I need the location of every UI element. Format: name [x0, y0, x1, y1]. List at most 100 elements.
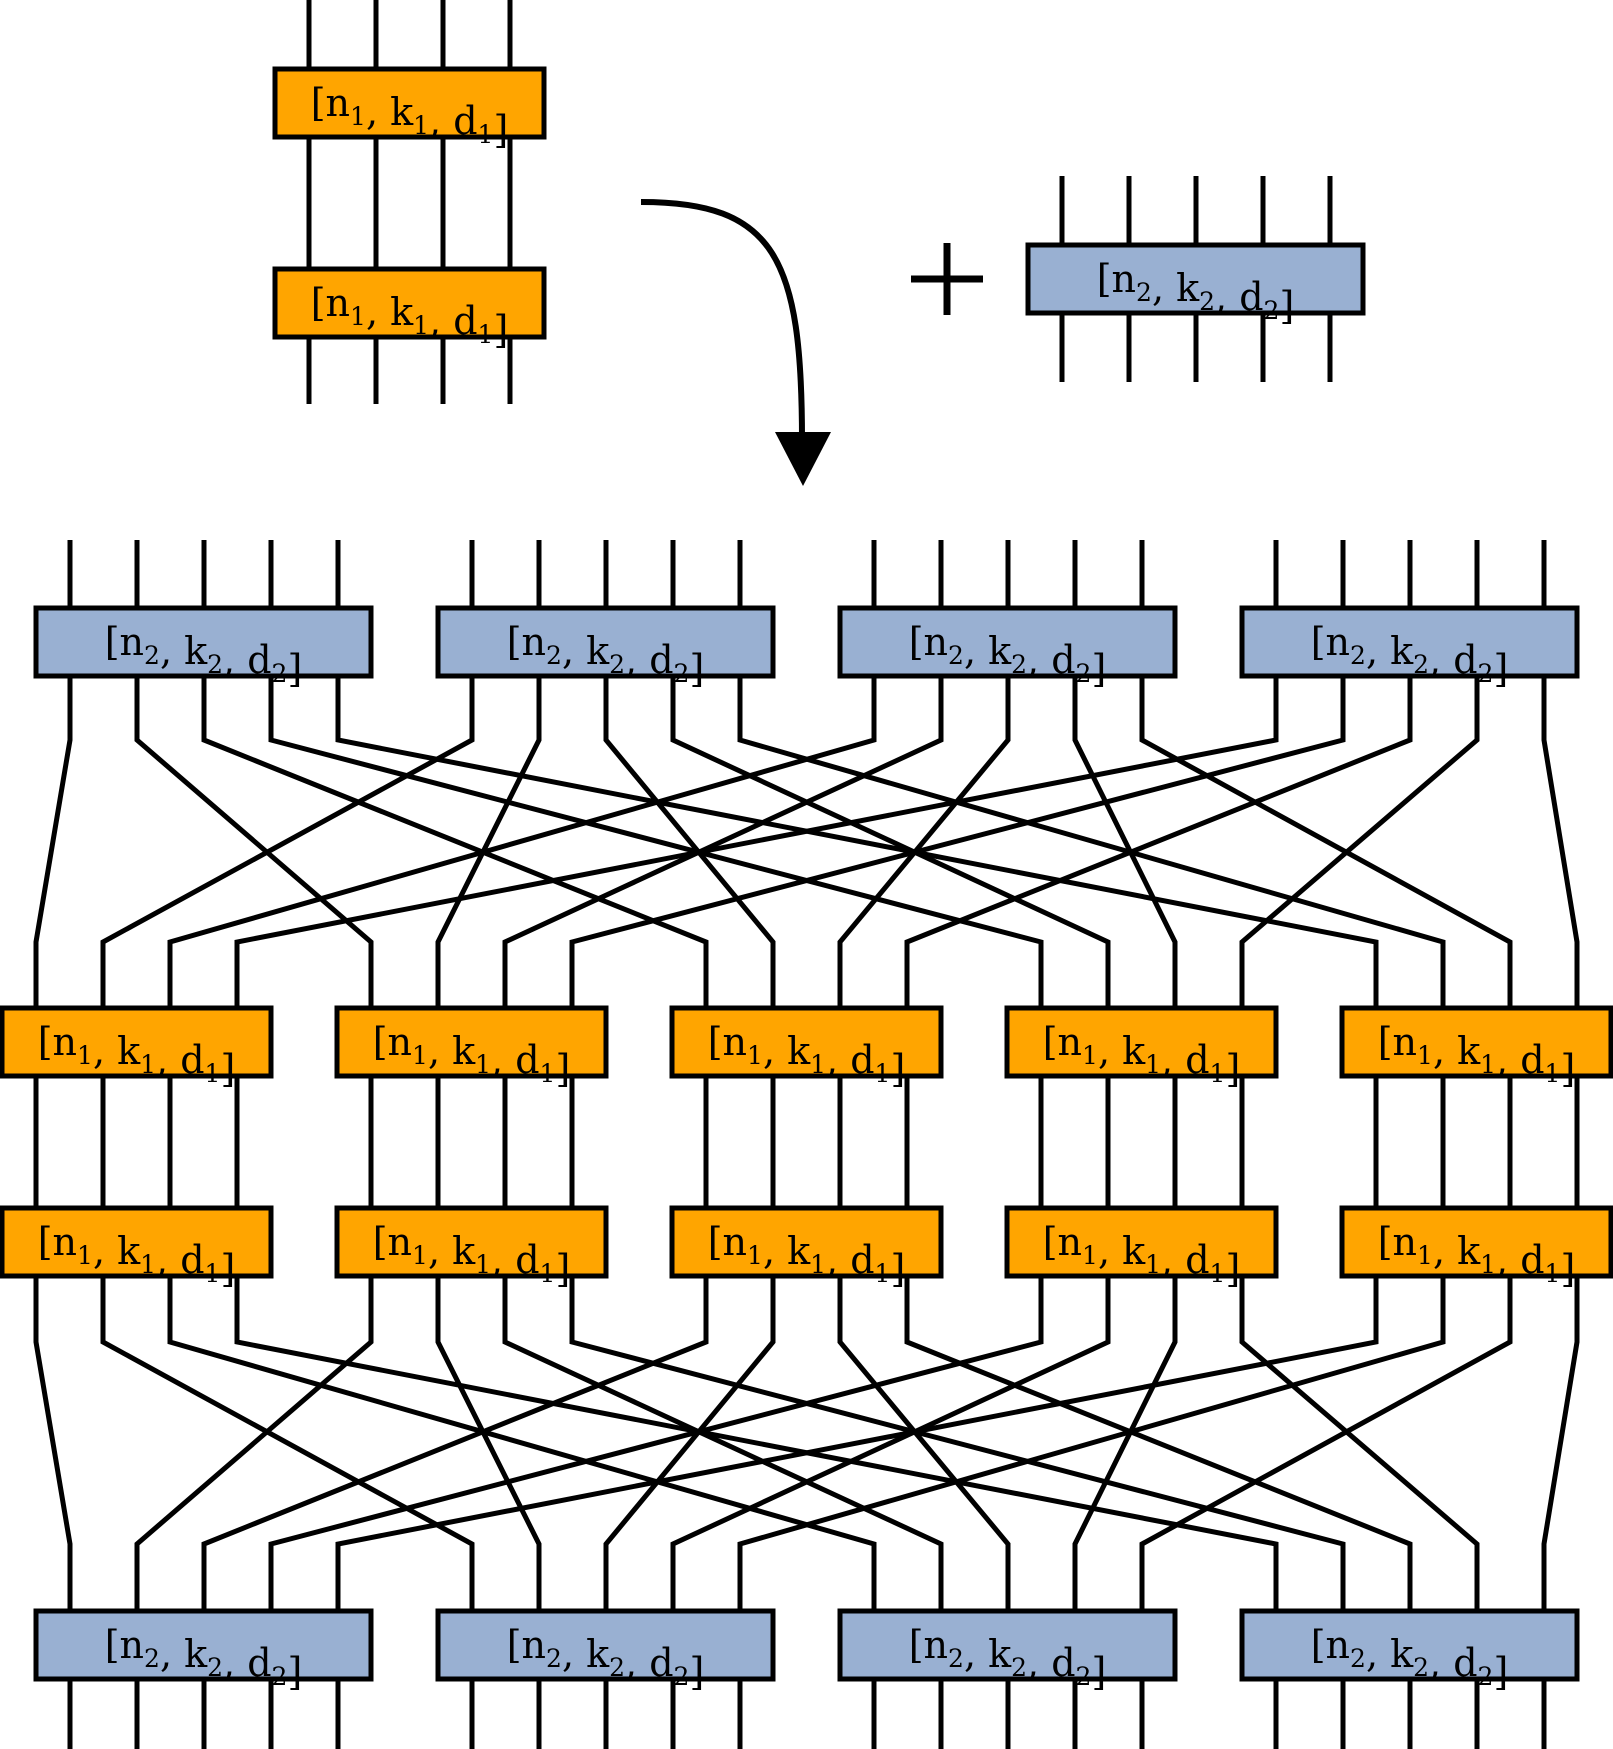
label-part: [: [105, 620, 120, 664]
label-part: d: [1453, 1641, 1477, 1685]
label-subscript: 1: [1480, 1050, 1496, 1079]
label-subscript: 1: [1082, 1041, 1098, 1070]
label-part: ]: [1279, 284, 1294, 328]
label-part: ,: [428, 1029, 452, 1073]
label-subscript: 1: [1145, 1050, 1161, 1079]
label-subscript: 2: [1264, 296, 1280, 325]
label-subscript: 1: [747, 1241, 763, 1270]
label-part: d: [1051, 1641, 1075, 1685]
label-subscript: 1: [413, 311, 429, 340]
label-subscript: 1: [1480, 1250, 1496, 1279]
label-subscript: 1: [478, 120, 494, 149]
label-part: ,: [1496, 1038, 1520, 1082]
label-part: k: [586, 1632, 610, 1676]
label-part: k: [117, 1029, 141, 1073]
label-part: d: [515, 1238, 539, 1282]
label-part: ]: [689, 1650, 704, 1694]
label-part: k: [988, 1632, 1012, 1676]
label-part: d: [1185, 1238, 1209, 1282]
label-part: d: [1520, 1038, 1544, 1082]
label-part: k: [787, 1029, 811, 1073]
top-code1-block-upper: [272, 66, 547, 140]
label-part: d: [1051, 638, 1075, 682]
label-subscript: 2: [1478, 1662, 1494, 1691]
circuit-wire: [134, 540, 374, 1749]
label-part: ,: [826, 1038, 850, 1082]
circuit-wire: [904, 540, 1413, 1749]
label-part: k: [1122, 1029, 1146, 1073]
label-subscript: 1: [747, 1041, 763, 1070]
bottom-code2-row-block-1-label: [n2, k2, d2]: [105, 1623, 303, 1694]
label-part: d: [649, 638, 673, 682]
top-code2-block-label: [n2, k2, d2]: [1097, 257, 1295, 328]
label-part: ]: [287, 1650, 302, 1694]
label-subscript: 2: [272, 659, 288, 688]
label-subscript: 2: [1350, 641, 1366, 670]
label-part: ,: [366, 290, 390, 334]
label-part: n: [1058, 1220, 1082, 1264]
label-part: ]: [1225, 1247, 1240, 1291]
label-part: n: [120, 620, 144, 664]
top-code1-block-lower-label: [n1, k1, d1]: [311, 281, 509, 352]
bottom-code2-row-block-2-label: [n2, k2, d2]: [507, 1623, 705, 1694]
circuit-wire: [603, 540, 776, 1749]
label-part: ,: [93, 1229, 117, 1273]
plus-sign: [911, 243, 983, 315]
label-part: ]: [689, 647, 704, 691]
label-subscript: 2: [609, 650, 625, 679]
circuit-wire: [167, 540, 877, 1749]
bottom-code2-row-block-1: [33, 1608, 374, 1682]
label-part: k: [1457, 1029, 1481, 1073]
label-part: d: [247, 638, 271, 682]
label-subscript: 1: [1210, 1259, 1226, 1288]
label-part: n: [53, 1020, 77, 1064]
middle-code1-lower-block-4-label: [n1, k1, d1]: [1043, 1220, 1241, 1291]
middle-code1-lower-block-3-label: [n1, k1, d1]: [708, 1220, 906, 1291]
label-subscript: 1: [205, 1059, 221, 1088]
label-part: ]: [1493, 1650, 1508, 1694]
bottom-code2-row-block-4-label: [n2, k2, d2]: [1311, 1623, 1509, 1694]
label-part: k: [184, 629, 208, 673]
label-part: ,: [1429, 1641, 1453, 1685]
top-code1-block-upper-label: [n1, k1, d1]: [311, 81, 509, 152]
label-part: [: [38, 1220, 53, 1264]
label-part: ,: [625, 638, 649, 682]
label-part: ,: [1433, 1029, 1457, 1073]
circuit-wire: [100, 540, 475, 1749]
label-part: ]: [287, 647, 302, 691]
label-part: ,: [491, 1038, 515, 1082]
bottom-code2-row-block-3-label: [n2, k2, d2]: [909, 1623, 1107, 1694]
circuit-wire: [1139, 540, 1513, 1749]
circuit-wire: [33, 540, 73, 1749]
label-subscript: 2: [1011, 650, 1027, 679]
label-part: ,: [1098, 1229, 1122, 1273]
label-part: ,: [1161, 1238, 1185, 1282]
label-part: d: [453, 299, 477, 343]
label-part: ,: [1098, 1029, 1122, 1073]
label-part: ,: [763, 1229, 787, 1273]
label-part: n: [1393, 1020, 1417, 1064]
label-part: ,: [366, 90, 390, 134]
label-subscript: 1: [1545, 1259, 1561, 1288]
circuit-wire: [335, 540, 1379, 1749]
label-part: k: [452, 1229, 476, 1273]
label-part: ]: [1091, 647, 1106, 691]
top-code2-row-block-1-label: [n2, k2, d2]: [105, 620, 303, 691]
label-part: [: [708, 1020, 723, 1064]
label-part: k: [1122, 1229, 1146, 1273]
label-part: ,: [1215, 275, 1239, 319]
label-subscript: 2: [144, 641, 160, 670]
circuit-wire: [201, 540, 709, 1749]
label-part: n: [388, 1220, 412, 1264]
label-part: d: [1453, 638, 1477, 682]
label-subscript: 2: [1136, 278, 1152, 307]
label-part: ,: [429, 299, 453, 343]
label-part: ,: [562, 629, 586, 673]
label-part: ,: [964, 629, 988, 673]
label-part: ,: [156, 1038, 180, 1082]
label-subscript: 1: [1545, 1059, 1561, 1088]
label-part: [: [1043, 1220, 1058, 1264]
label-part: [: [909, 620, 924, 664]
label-part: [: [1043, 1020, 1058, 1064]
circuit-wire: [569, 540, 1346, 1749]
